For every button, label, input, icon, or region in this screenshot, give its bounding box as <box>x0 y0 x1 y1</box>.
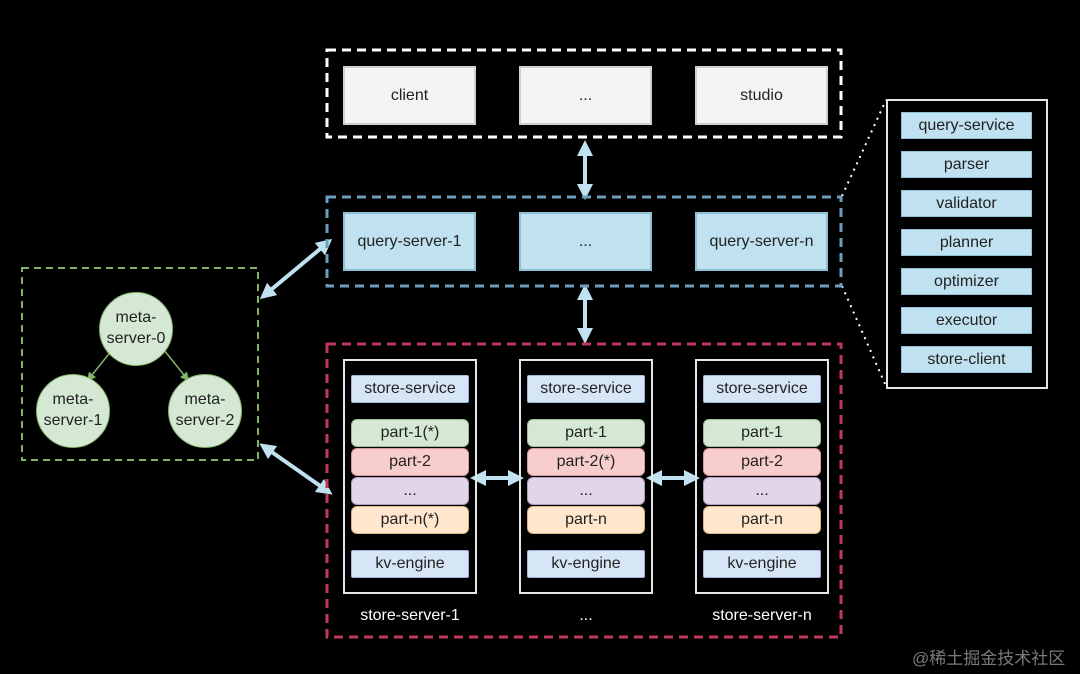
query-server-1-box: query-server-1 <box>343 212 476 271</box>
detail-store-client: store-client <box>901 346 1032 373</box>
meta-server-2-node: meta-server-2 <box>168 374 242 448</box>
meta-server-0-node: meta-server-0 <box>99 292 173 366</box>
store-server-2-frame <box>519 359 653 594</box>
store-server-1-frame <box>343 359 477 594</box>
store-service-box: store-service <box>527 375 645 403</box>
detail-connector-top <box>841 99 887 197</box>
store-server-label: ... <box>579 607 593 624</box>
part-box: part-1 <box>527 419 645 447</box>
part-box: part-2 <box>351 448 469 476</box>
store-service-box: store-service <box>703 375 821 403</box>
part-box: part-1 <box>703 419 821 447</box>
watermark: @稀土掘金技术社区 <box>912 649 1066 668</box>
client-tier-border <box>325 48 843 139</box>
part-box: ... <box>527 477 645 505</box>
store-server-label: store-server-1 <box>360 607 460 624</box>
detail-validator: validator <box>901 190 1032 217</box>
query-tier-border <box>325 195 843 288</box>
part-box: ... <box>703 477 821 505</box>
studio-box: studio <box>695 66 828 125</box>
part-box: part-1(*) <box>351 419 469 447</box>
part-box: part-2(*) <box>527 448 645 476</box>
arrow-meta0-meta1 <box>86 349 113 382</box>
kv-engine-box: kv-engine <box>351 550 469 578</box>
part-box: ... <box>351 477 469 505</box>
client-ellipsis-box: ... <box>519 66 652 125</box>
part-box: part-n <box>527 506 645 534</box>
part-box: part-n(*) <box>351 506 469 534</box>
part-box: part-n <box>703 506 821 534</box>
detail-query-service: query-service <box>901 112 1032 139</box>
store-server-n-frame <box>695 359 829 594</box>
store-server-label: store-server-n <box>712 607 812 624</box>
detail-connector-bottom <box>841 285 887 387</box>
client-box: client <box>343 66 476 125</box>
query-server-ellipsis-box: ... <box>519 212 652 271</box>
arrow-meta-query <box>259 238 333 300</box>
detail-parser: parser <box>901 151 1032 178</box>
arrow-meta0-meta2 <box>163 349 190 382</box>
meta-cluster-border <box>21 267 259 461</box>
query-service-detail-panel <box>886 99 1048 389</box>
detail-executor: executor <box>901 307 1032 334</box>
detail-optimizer: optimizer <box>901 268 1032 295</box>
arrow-meta-store <box>259 443 333 495</box>
query-server-n-box: query-server-n <box>695 212 828 271</box>
part-box: part-2 <box>703 448 821 476</box>
detail-planner: planner <box>901 229 1032 256</box>
kv-engine-box: kv-engine <box>527 550 645 578</box>
store-service-box: store-service <box>351 375 469 403</box>
store-tier-border <box>325 342 843 639</box>
kv-engine-box: kv-engine <box>703 550 821 578</box>
meta-server-1-node: meta-server-1 <box>36 374 110 448</box>
